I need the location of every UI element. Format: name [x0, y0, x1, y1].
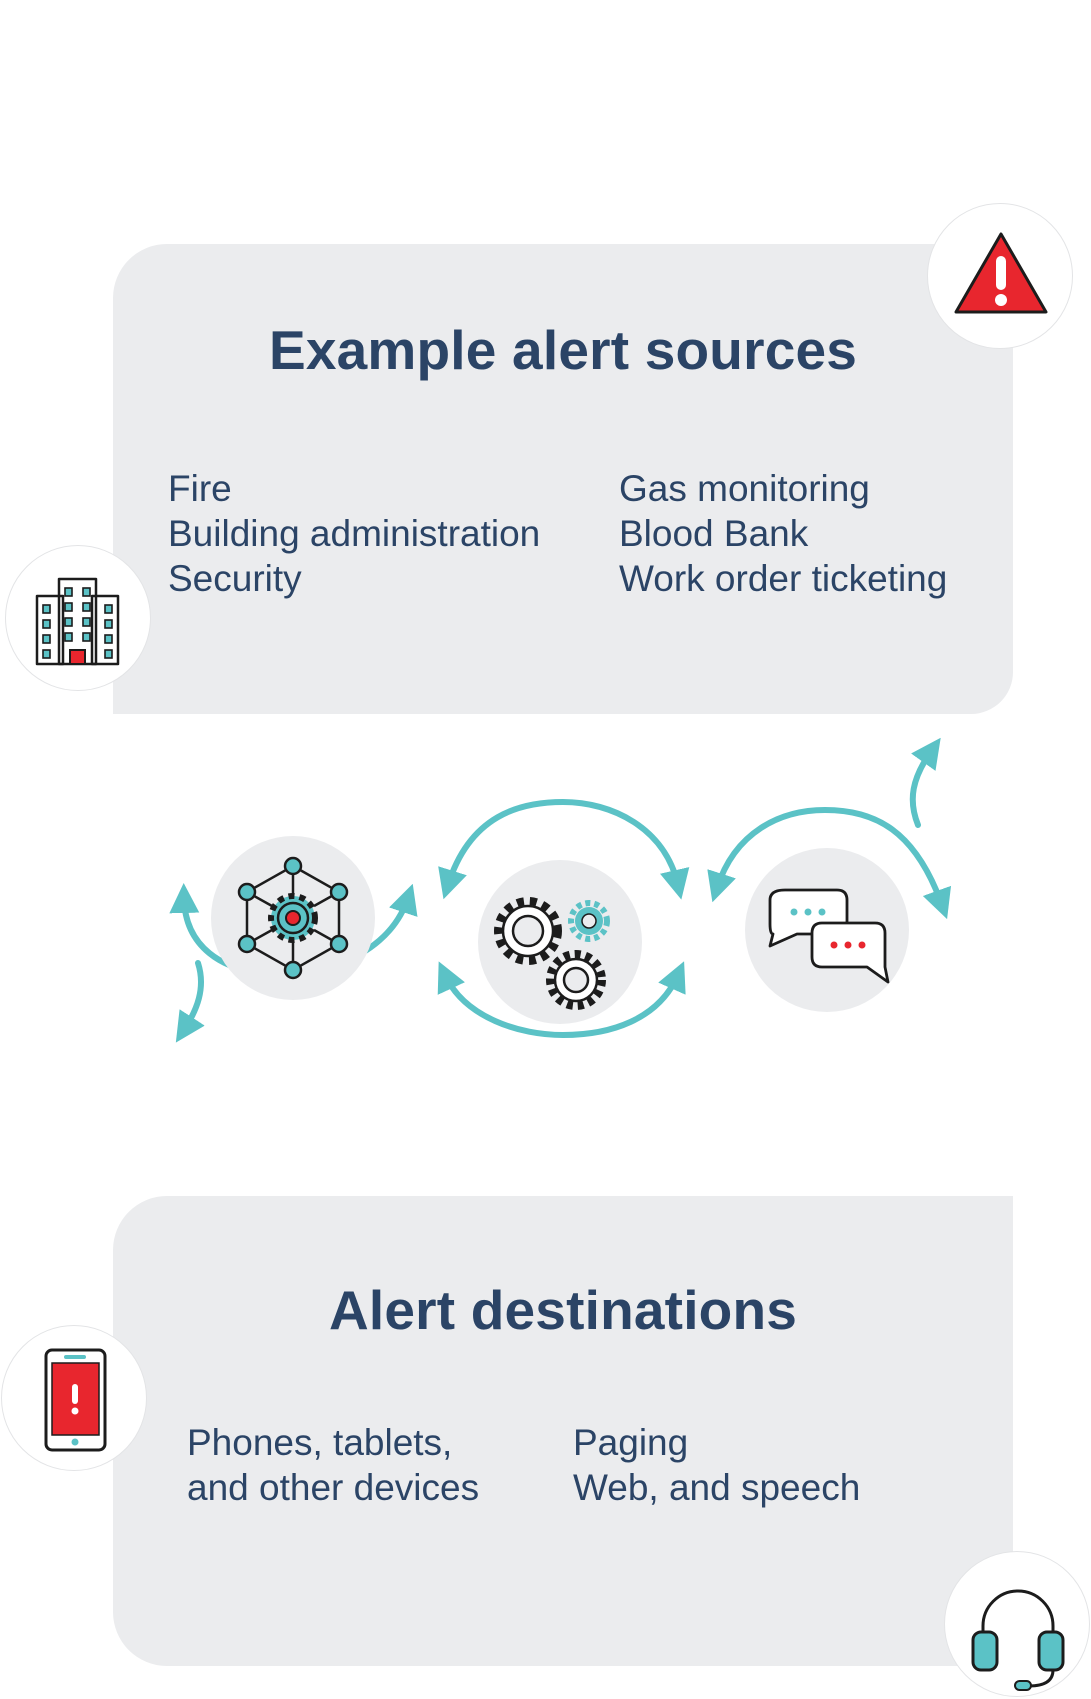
alert-destinations-title: Alert destinations	[328, 1279, 798, 1341]
alert-sources-title: Example alert sources	[268, 319, 858, 381]
smartphone-alert-icon	[44, 1348, 107, 1452]
warning-triangle-icon	[954, 232, 1048, 314]
alert-flow-diagram	[169, 737, 952, 1043]
gears-icon	[494, 897, 610, 1010]
list-item: Security	[168, 558, 302, 599]
warning-badge	[927, 203, 1073, 349]
flow-arrow	[175, 960, 205, 1043]
office-building-icon	[35, 577, 120, 666]
gears-node	[478, 860, 642, 1024]
flow-arrow	[707, 806, 952, 920]
list-item: Building administration	[168, 513, 541, 554]
flow-arrow	[437, 961, 686, 1039]
list-item: Web, and speech	[573, 1467, 861, 1508]
list-item: Work order ticketing	[619, 558, 948, 599]
list-item: Paging	[573, 1422, 689, 1463]
list-item: Phones, tablets,	[187, 1422, 453, 1463]
alert-sources-left-list: Fire Building administration Security	[168, 466, 540, 601]
flow-arrow	[909, 737, 941, 828]
alert-destinations-left-list: Phones, tablets, and other devices	[187, 1420, 479, 1510]
list-item: Blood Bank	[619, 513, 809, 554]
building-badge	[5, 545, 151, 691]
flow-arrow	[438, 798, 690, 900]
list-item: and other devices	[187, 1467, 480, 1508]
chat-bubbles-icon	[768, 888, 890, 984]
list-item: Fire	[168, 468, 232, 509]
headset-icon	[971, 1589, 1065, 1691]
list-item: Gas monitoring	[619, 468, 870, 509]
chat-bubbles-node	[745, 848, 909, 1012]
network-hub-icon	[237, 856, 349, 980]
network-hub-node	[211, 836, 375, 1000]
headset-badge	[944, 1551, 1090, 1697]
alert-sources-panel: Example alert sources Fire Building admi…	[113, 244, 1013, 714]
alert-sources-right-list: Gas monitoring Blood Bank Work order tic…	[619, 466, 947, 601]
alert-destinations-panel: Alert destinations Phones, tablets, and …	[113, 1196, 1013, 1666]
alert-destinations-right-list: Paging Web, and speech	[573, 1420, 860, 1510]
phone-badge	[1, 1325, 147, 1471]
